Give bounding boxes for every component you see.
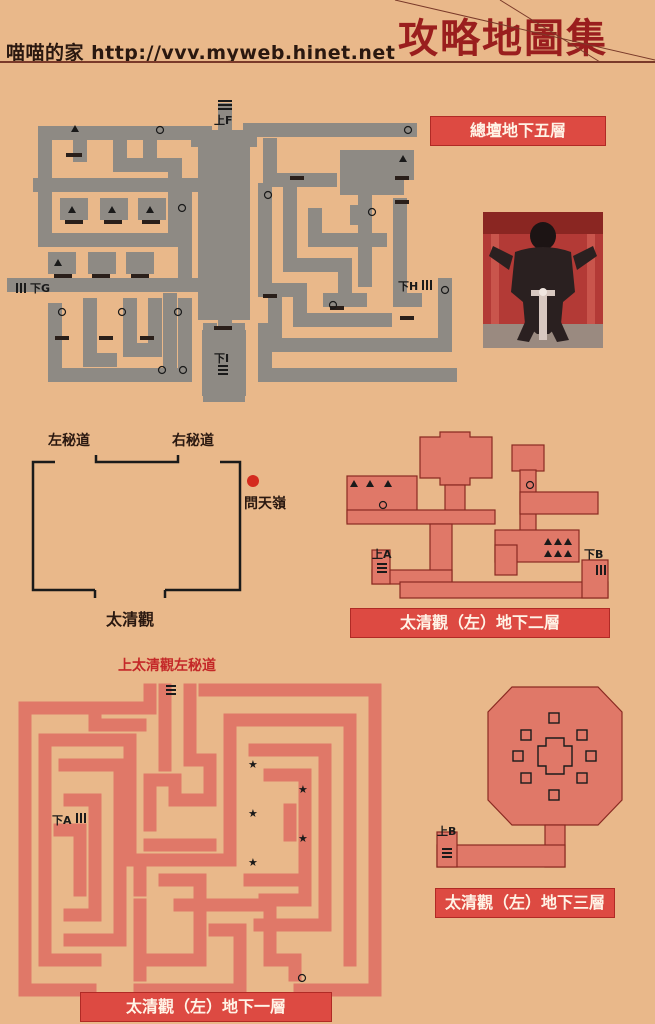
map-b3 — [436, 686, 623, 868]
b2-triangles — [350, 480, 572, 557]
b1-circle — [297, 973, 307, 983]
svg-text:★: ★ — [248, 807, 258, 820]
b2-stairs — [377, 563, 606, 575]
b2-down-b-label: 下B — [584, 548, 604, 561]
b2-title: 太清觀（左）地下二層 — [350, 608, 610, 638]
right-passage-label: 右秘道 — [172, 433, 214, 449]
b1-stairs — [76, 685, 176, 823]
red-dot-icon — [247, 475, 259, 487]
page-title: 攻略地圖集 — [398, 15, 608, 62]
b3-up-b-label: 上B — [437, 825, 457, 838]
header-rule — [0, 0, 655, 63]
b5-doors — [54, 153, 414, 340]
boss-portrait — [483, 212, 603, 348]
left-passage-label: 左秘道 — [48, 433, 90, 449]
svg-text:★: ★ — [248, 758, 258, 771]
b3-pillars — [512, 712, 597, 801]
b1-down-a-label: 下A — [52, 814, 72, 827]
b2-up-a-label: 上A — [372, 548, 392, 561]
svg-text:★: ★ — [248, 856, 258, 869]
b1-subtitle: 上太清觀左秘道 — [118, 658, 216, 674]
triangle-marker-icon — [54, 125, 407, 266]
b5-down-i-label: 下I — [214, 352, 230, 365]
b5-down-h-label: 下H — [398, 280, 419, 293]
b1-stars: ★ ★ ★ ★ ★ — [248, 758, 308, 869]
stairs-icon — [16, 100, 432, 375]
site-credit: 喵喵的家 http://vvv.myweb.hinet.net — [6, 42, 396, 64]
taiqing-temple-label: 太清觀 — [106, 610, 155, 629]
boss-figure-icon — [483, 212, 603, 348]
wentian-ridge-label: 問天嶺 — [244, 496, 286, 512]
b3-center-cross — [537, 737, 573, 775]
b1-title: 太清觀（左）地下一層 — [80, 992, 332, 1022]
svg-text:★: ★ — [298, 832, 308, 845]
overworld-map — [31, 455, 242, 598]
b5-down-g-label: 下G — [30, 282, 51, 295]
map-b2 — [346, 431, 609, 599]
b3-title: 太清觀（左）地下三層 — [435, 888, 615, 918]
svg-text:★: ★ — [298, 783, 308, 796]
b5-title: 總壇地下五層 — [430, 116, 606, 146]
b5-up-f-label: 上F — [214, 114, 233, 127]
circle-marker-icon — [57, 125, 450, 375]
b3-stairs — [442, 848, 452, 858]
map-b5 — [7, 103, 457, 402]
b2-circles — [378, 480, 535, 510]
map-b1 — [18, 683, 382, 997]
